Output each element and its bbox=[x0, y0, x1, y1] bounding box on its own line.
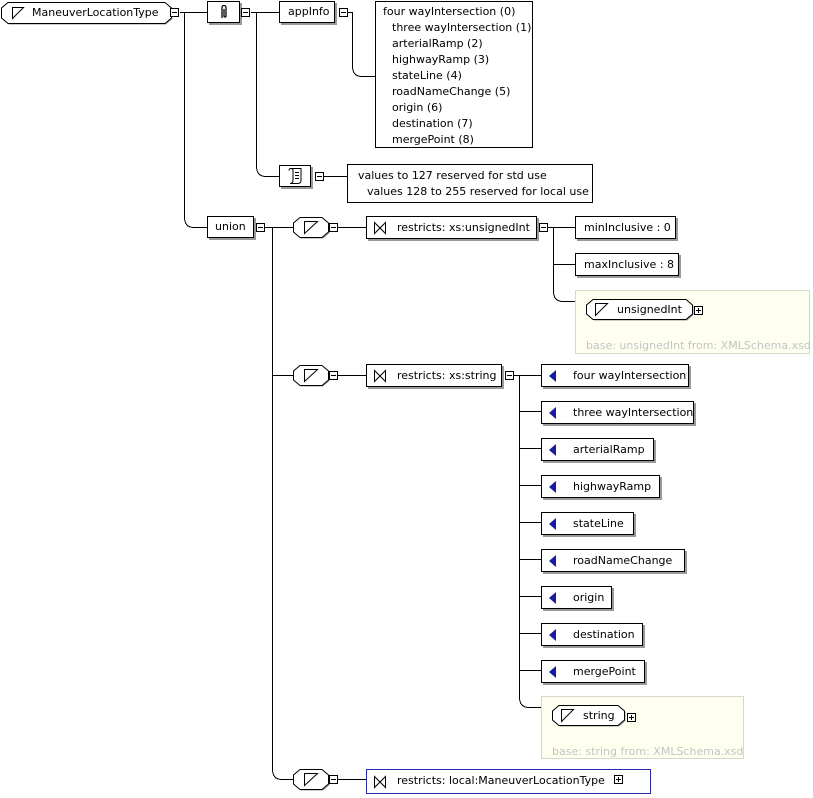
facet-min-inclusive[interactable]: minInclusive : 0 bbox=[575, 216, 676, 239]
simpletype-icon bbox=[304, 369, 319, 383]
appinfo-label: appInfo bbox=[288, 5, 330, 18]
base-unsignedint-type[interactable]: unsignedInt bbox=[586, 299, 694, 321]
documentation-line-1: values 128 to 255 reserved for local use bbox=[367, 185, 589, 198]
restriction-icon bbox=[374, 221, 386, 235]
appinfo-line-0: four wayIntersection (0) bbox=[383, 5, 516, 18]
annotation-node[interactable] bbox=[207, 1, 240, 23]
enumeration-label: arterialRamp bbox=[573, 443, 645, 456]
appinfo-line-7: destination (7) bbox=[392, 117, 473, 130]
appinfo-line-2: arterialRamp (2) bbox=[392, 37, 483, 50]
union-member-2-simpletype[interactable] bbox=[293, 365, 331, 387]
documentation-node[interactable] bbox=[279, 165, 311, 187]
simpletype-icon bbox=[304, 773, 319, 787]
restriction-unsignedint-label: restricts: xs:unsignedInt bbox=[397, 221, 530, 234]
enumeration-item[interactable]: three wayIntersection bbox=[541, 401, 694, 424]
union-member-3-toggle[interactable] bbox=[329, 775, 338, 784]
annotation-collapse-toggle[interactable] bbox=[241, 8, 250, 17]
enumeration-item[interactable]: origin bbox=[541, 586, 612, 609]
union-member-2-toggle[interactable] bbox=[329, 371, 338, 380]
enumeration-icon bbox=[549, 555, 556, 567]
restriction-string-label: restricts: xs:string bbox=[397, 369, 497, 382]
restriction-unsignedint-node[interactable]: restricts: xs:unsignedInt bbox=[366, 216, 537, 239]
union-label: union bbox=[215, 220, 246, 233]
enumeration-icon bbox=[549, 592, 556, 604]
enumeration-item[interactable]: destination bbox=[541, 623, 643, 646]
enumeration-label: mergePoint bbox=[573, 665, 636, 678]
base-string-label: string bbox=[583, 709, 615, 722]
appinfo-line-1: three wayIntersection (1) bbox=[392, 21, 532, 34]
union-collapse-toggle[interactable] bbox=[256, 223, 265, 232]
documentation-line-0: values to 127 reserved for std use bbox=[358, 169, 547, 182]
base-string-expand[interactable] bbox=[627, 713, 636, 722]
base-unsignedint-label: unsignedInt bbox=[617, 303, 682, 316]
base-unsignedint-note: base: unsignedInt from: XMLSchema.xsd bbox=[586, 339, 811, 352]
base-string-panel: string base: string from: XMLSchema.xsd bbox=[541, 696, 744, 759]
appinfo-text-box: four wayIntersection (0) three wayInters… bbox=[375, 1, 533, 148]
documentation-text-box: values to 127 reserved for std use value… bbox=[347, 164, 593, 203]
enumeration-label: stateLine bbox=[573, 517, 624, 530]
enumeration-item[interactable]: highwayRamp bbox=[541, 475, 660, 498]
restriction-local-label: restricts: local:ManeuverLocationType bbox=[397, 774, 605, 787]
union-member-3-simpletype[interactable] bbox=[293, 769, 331, 791]
enumeration-icon bbox=[549, 666, 556, 678]
appinfo-line-5: roadNameChange (5) bbox=[392, 85, 511, 98]
enumeration-label: destination bbox=[573, 628, 635, 641]
facet-min-inclusive-label: minInclusive : 0 bbox=[584, 221, 671, 234]
enumeration-icon bbox=[549, 481, 556, 493]
enumeration-item[interactable]: stateLine bbox=[541, 512, 634, 535]
documentation-scroll-icon bbox=[288, 167, 302, 184]
enumeration-label: three wayIntersection bbox=[573, 406, 694, 419]
union-member-1-simpletype[interactable] bbox=[293, 217, 331, 239]
documentation-collapse-toggle[interactable] bbox=[315, 172, 324, 181]
enumeration-item[interactable]: roadNameChange bbox=[541, 549, 685, 572]
restriction-local-node[interactable]: restricts: local:ManeuverLocationType bbox=[366, 769, 651, 794]
appinfo-line-6: origin (6) bbox=[392, 101, 443, 114]
restriction-string-toggle[interactable] bbox=[505, 371, 514, 380]
enumeration-item[interactable]: mergePoint bbox=[541, 660, 645, 683]
enumeration-icon bbox=[549, 518, 556, 530]
base-unsignedint-panel: unsignedInt base: unsignedInt from: XMLS… bbox=[575, 290, 811, 354]
root-simpletype-node[interactable]: ManeuverLocationType bbox=[1, 2, 173, 25]
appinfo-line-3: highwayRamp (3) bbox=[392, 53, 490, 66]
root-collapse-toggle[interactable] bbox=[170, 8, 179, 17]
base-string-type[interactable]: string bbox=[552, 705, 626, 727]
paperclip-icon bbox=[221, 4, 227, 18]
restriction-string-node[interactable]: restricts: xs:string bbox=[366, 364, 502, 387]
restriction-unsignedint-toggle[interactable] bbox=[539, 223, 548, 232]
enumeration-label: highwayRamp bbox=[573, 480, 652, 493]
enumeration-label: roadNameChange bbox=[573, 554, 673, 567]
appinfo-node[interactable]: appInfo bbox=[279, 1, 335, 23]
base-unsignedint-expand[interactable] bbox=[694, 306, 703, 315]
facet-max-inclusive-label: maxInclusive : 8 bbox=[584, 258, 675, 271]
union-member-1-toggle[interactable] bbox=[329, 223, 338, 232]
restriction-icon bbox=[374, 369, 386, 383]
union-node[interactable]: union bbox=[207, 216, 254, 238]
simpletype-icon bbox=[12, 7, 25, 20]
enumeration-icon bbox=[549, 407, 556, 419]
enumeration-label: four wayIntersection bbox=[573, 369, 687, 382]
simpletype-icon bbox=[595, 303, 609, 317]
enumeration-icon bbox=[549, 370, 556, 382]
restriction-local-expand[interactable] bbox=[614, 775, 623, 784]
appinfo-collapse-toggle[interactable] bbox=[339, 8, 348, 17]
simpletype-icon bbox=[304, 221, 319, 235]
facet-max-inclusive[interactable]: maxInclusive : 8 bbox=[575, 253, 679, 276]
enumeration-item[interactable]: four wayIntersection bbox=[541, 364, 689, 387]
enumeration-icon bbox=[549, 444, 556, 456]
simpletype-icon bbox=[561, 709, 575, 723]
enumeration-label: origin bbox=[573, 591, 605, 604]
base-string-note: base: string from: XMLSchema.xsd bbox=[552, 745, 744, 758]
enumeration-item[interactable]: arterialRamp bbox=[541, 438, 654, 461]
appinfo-line-8: mergePoint (8) bbox=[392, 133, 474, 146]
appinfo-line-4: stateLine (4) bbox=[392, 69, 462, 82]
root-type-name: ManeuverLocationType bbox=[32, 6, 159, 19]
enumeration-icon bbox=[549, 629, 556, 641]
restriction-icon bbox=[374, 775, 386, 789]
